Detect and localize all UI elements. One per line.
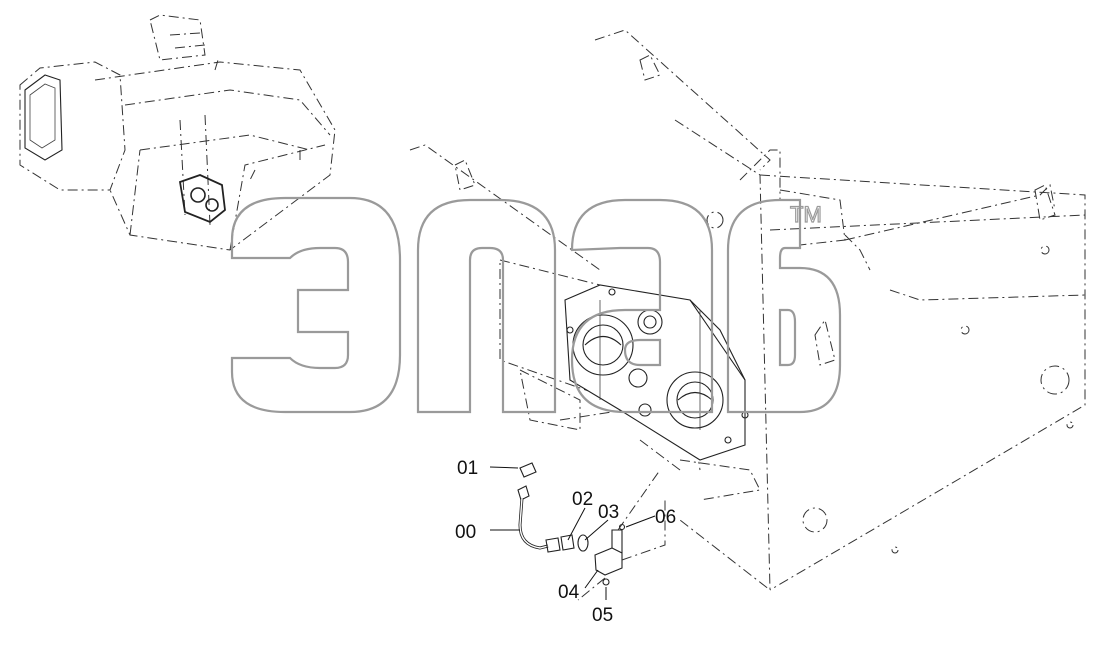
callout-03: 03 xyxy=(598,502,619,523)
leader-lines xyxy=(489,466,656,600)
callout-04: 04 xyxy=(558,582,580,603)
callout-00: 00 xyxy=(455,522,476,543)
watermark: TM xyxy=(230,196,842,414)
callout-labels: 01 00 02 03 06 04 05 xyxy=(455,458,676,626)
callout-05: 05 xyxy=(592,605,613,626)
trademark-text: TM xyxy=(790,202,822,227)
callout-01: 01 xyxy=(457,458,478,479)
frame-assembly xyxy=(409,29,1086,592)
callout-06: 06 xyxy=(655,507,676,528)
hose-assembly xyxy=(517,462,666,601)
excavator-overview xyxy=(19,14,336,251)
callout-02: 02 xyxy=(572,489,593,510)
